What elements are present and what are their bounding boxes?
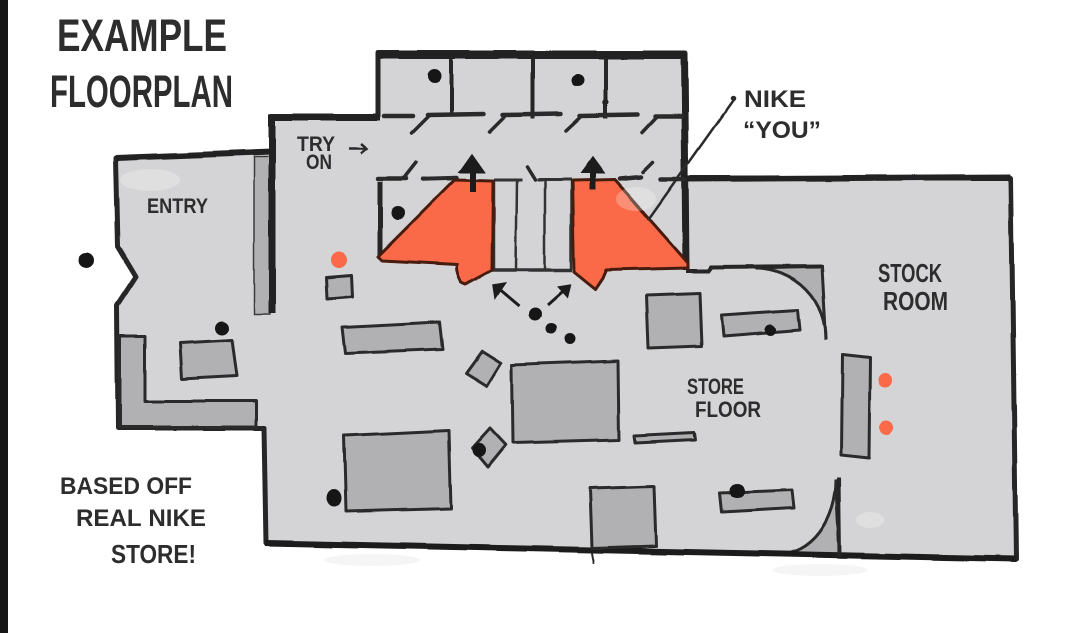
svg-text:FLOOR: FLOOR [695,397,761,422]
svg-text:“YOU”: “YOU” [743,117,821,144]
svg-text:ROOM: ROOM [883,286,948,316]
svg-text:REAL NIKE: REAL NIKE [76,505,206,532]
svg-text:TRY: TRY [297,133,335,156]
svg-text:ENTRY: ENTRY [147,195,208,218]
svg-text:STORE!: STORE! [111,539,196,569]
svg-text:BASED OFF: BASED OFF [60,473,192,500]
svg-text:STORE: STORE [687,374,744,399]
svg-text:ON: ON [306,151,332,174]
svg-text:NIKE: NIKE [744,86,806,113]
svg-text:STOCK: STOCK [878,258,942,288]
svg-text:EXAMPLE: EXAMPLE [57,10,227,61]
svg-text:FLOORPLAN: FLOORPLAN [50,66,233,117]
